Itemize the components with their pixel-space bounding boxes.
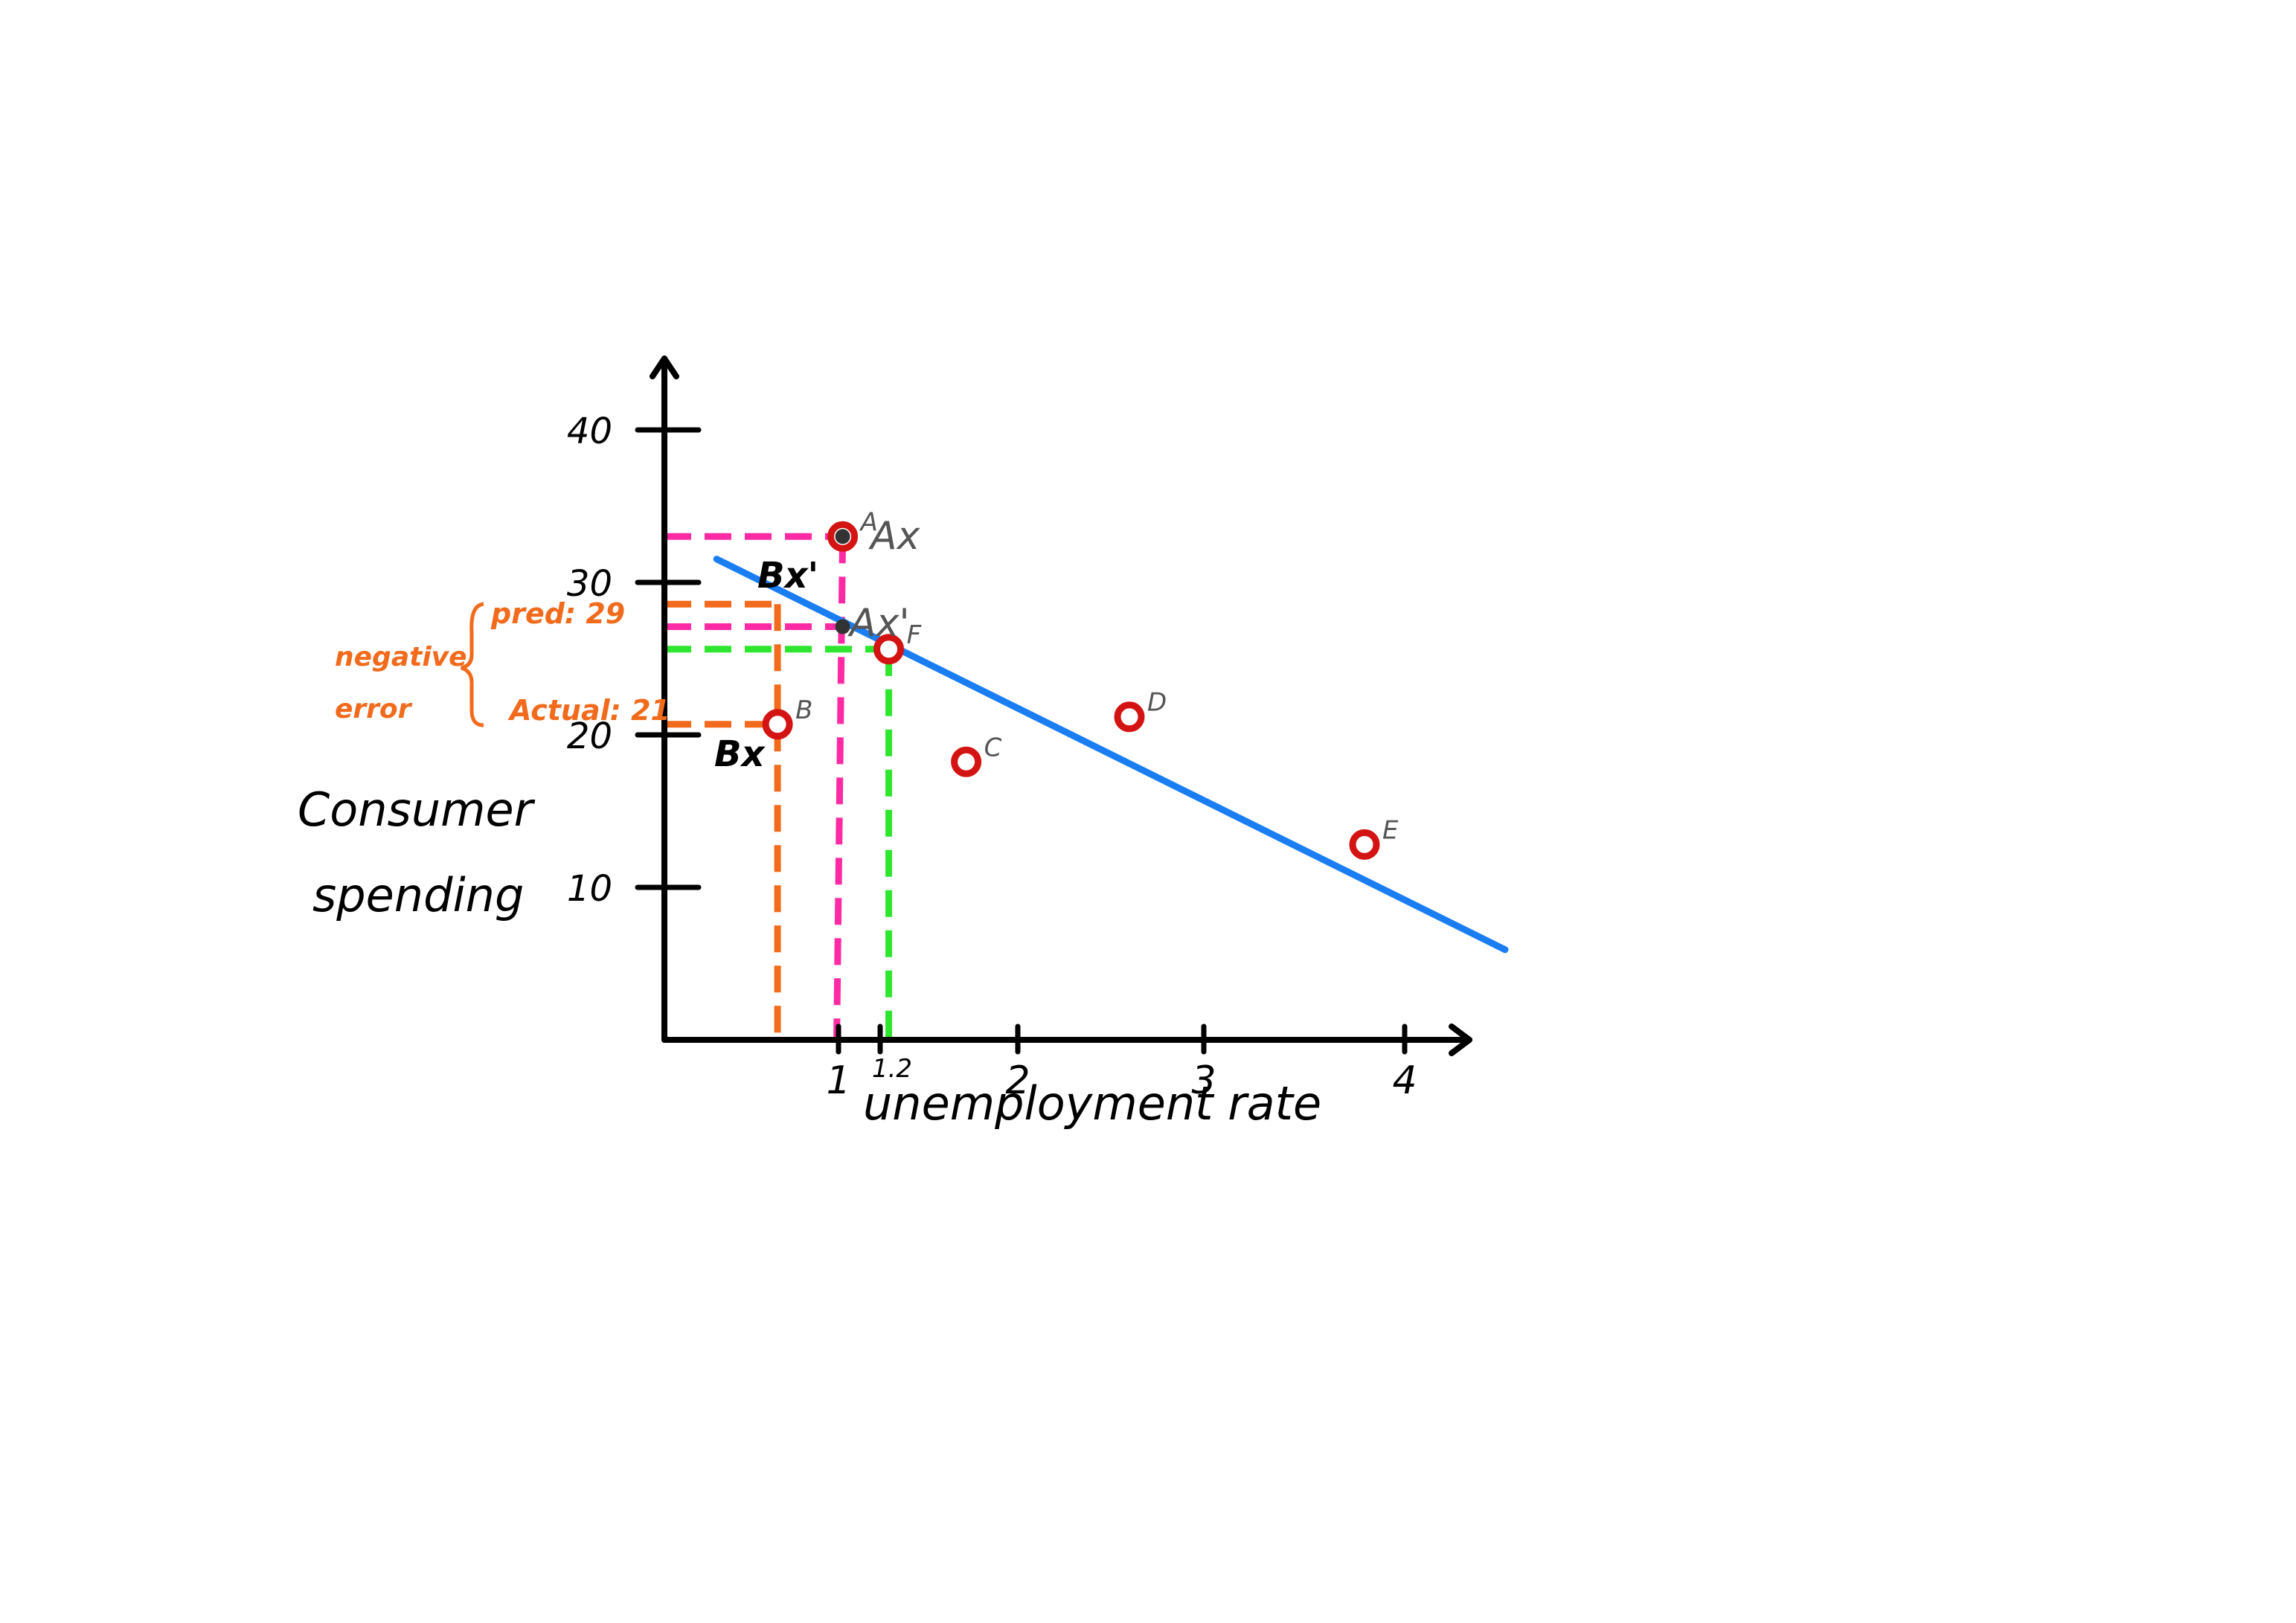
x-ticks: 1 1.2 2 3 4	[826, 1023, 1417, 1103]
annotation-pred: pred: 29	[490, 597, 625, 630]
point-b	[762, 709, 793, 740]
data-points	[762, 521, 1380, 860]
point-labels: A B C D E F	[795, 507, 1399, 845]
y-tick-label: 20	[567, 716, 612, 757]
x-tick-label: 1	[826, 1058, 850, 1103]
annotation-error-line2: error	[335, 694, 413, 724]
x-tick-label: 1.2	[872, 1054, 912, 1084]
y-tick-label: 40	[567, 411, 612, 452]
annotation-ax-prime: Ax'	[847, 601, 910, 646]
x-tick-label: 3	[1191, 1058, 1216, 1103]
x-tick-label: 2	[1005, 1058, 1030, 1103]
x-tick-label: 4	[1392, 1058, 1417, 1103]
point-a-center-dot	[835, 529, 850, 544]
point-label-b: B	[795, 695, 812, 725]
y-tick-label: 10	[567, 868, 612, 910]
annotation-ax: Ax	[868, 514, 921, 559]
axes	[650, 356, 1472, 1056]
y-axis-arrow-icon	[650, 356, 679, 379]
x-axis-arrow-icon	[1449, 1023, 1472, 1056]
annotation-bx: Bx	[714, 733, 766, 775]
guide-a-vertical	[833, 536, 847, 1041]
point-d	[1114, 701, 1145, 733]
point-label-a: A	[859, 507, 878, 537]
y-axis-label-line2: spending	[312, 868, 524, 922]
y-axis-label-line1: Consumer	[298, 782, 536, 837]
regression-line	[713, 556, 1509, 954]
y-tick-label: 30	[567, 563, 612, 605]
point-label-d: D	[1147, 688, 1167, 718]
point-ax-prime-dot	[835, 619, 850, 634]
point-label-e: E	[1382, 815, 1399, 845]
point-e	[1349, 829, 1380, 860]
error-brace-icon	[461, 602, 484, 727]
x-axis-label: unemployment rate	[863, 1076, 1321, 1131]
y-ticks: 10 20 30 40	[567, 411, 702, 910]
annotation-error-line1: negative	[335, 642, 467, 672]
point-label-c: C	[984, 733, 1002, 762]
point-f	[873, 634, 905, 665]
annotation-actual: Actual: 21	[507, 694, 670, 727]
point-label-f: F	[907, 620, 922, 650]
point-c	[951, 746, 982, 777]
annotation-bx-prime: Bx'	[757, 555, 818, 597]
